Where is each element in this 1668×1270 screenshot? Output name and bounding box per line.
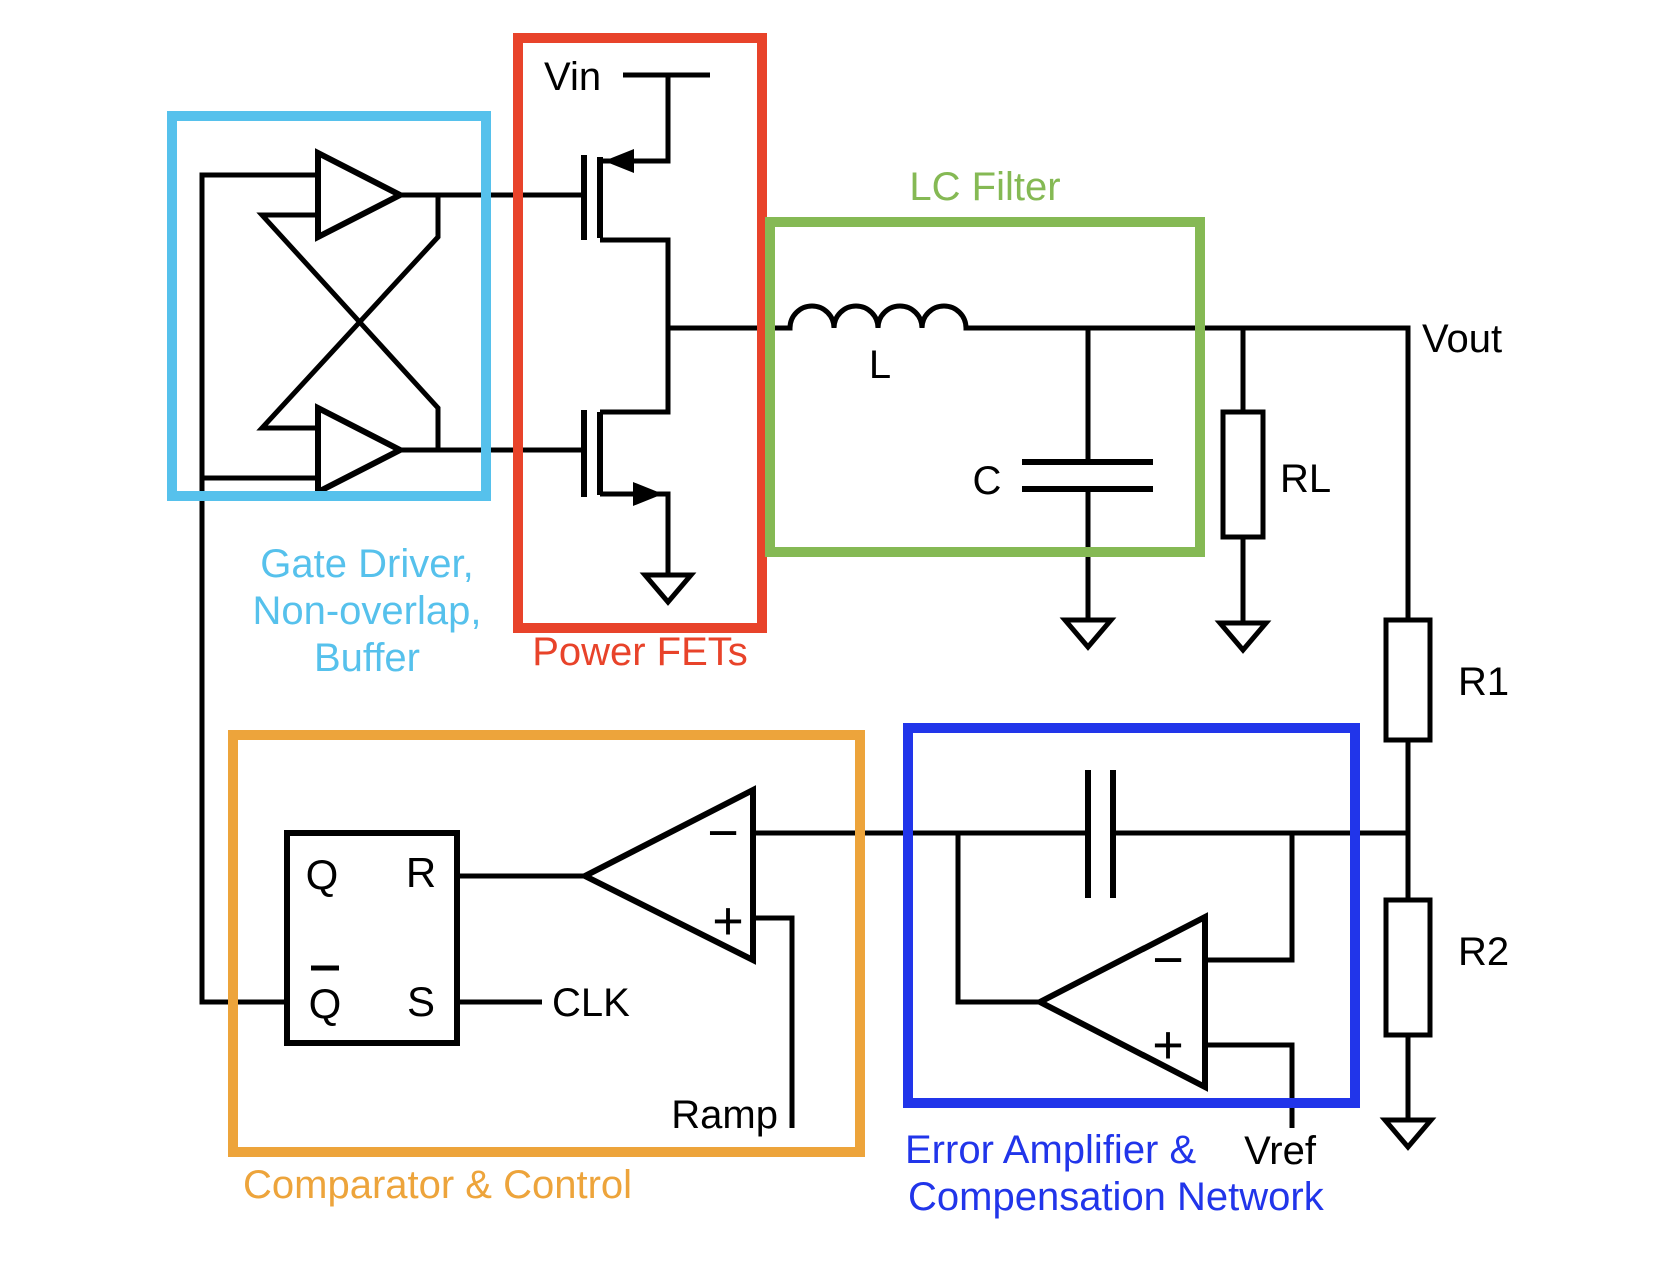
buffer-bottom: [315, 403, 407, 497]
wire-switch-node: [600, 237, 671, 415]
wire-erramp-plus-to-vref: [1205, 1042, 1295, 1128]
error-amp-plus-icon: +: [1152, 1015, 1184, 1075]
sr-latch-box: [284, 830, 460, 1046]
error-amp-minus-icon: −: [1152, 930, 1184, 990]
ground-icon-r2: [1379, 1117, 1437, 1151]
ground-icon-cap: [1059, 617, 1117, 651]
compensation-capacitor: [1085, 770, 1116, 898]
pmos-arrow-icon: [604, 149, 634, 173]
wire-vin-to-pmos-source: [600, 75, 671, 164]
comparator-control-box: [228, 730, 865, 1157]
comparator-control-label: Comparator & Control: [243, 1163, 632, 1207]
power-fets-label: Power FETs: [532, 630, 748, 674]
r2-label: R2: [1458, 930, 1509, 974]
nmos-transistor: [581, 410, 663, 506]
wire-crosscouple-bottom-to-top: [256, 212, 441, 450]
wire-erramp-output: [955, 833, 1040, 1005]
gate-driver-label: Gate Driver, Non-overlap, Buffer: [252, 542, 481, 680]
power-fets-box: [513, 33, 767, 633]
gate-driver-label-line2: Non-overlap,: [252, 589, 481, 633]
gate-driver-label-line3: Buffer: [314, 636, 420, 680]
latch-q-label: Q: [306, 851, 339, 898]
r1-label: R1: [1458, 660, 1509, 704]
ground-icon-nmos: [639, 572, 697, 606]
gate-driver-box: [167, 111, 491, 501]
lc-filter-box: [765, 217, 1205, 557]
wire-comp-plus-to-ramp: [753, 915, 795, 1128]
clk-label: CLK: [552, 981, 630, 1025]
resistor-r2: [1383, 897, 1433, 1038]
wire-qbar-to-driver-rail: [199, 172, 318, 1005]
capacitor-label: C: [973, 459, 1002, 503]
capacitor-c: [1022, 459, 1153, 492]
lc-filter-label: LC Filter: [909, 165, 1060, 209]
comparator-minus-icon: −: [707, 803, 739, 863]
latch-s-label: S: [407, 978, 435, 1025]
error-amp-triangle: [1033, 912, 1208, 1092]
vin-label: Vin: [544, 55, 601, 99]
error-amp-label: Error Amplifier & Compensation Network: [905, 1128, 1325, 1219]
comparator-triangle: [578, 785, 756, 965]
vout-label: Vout: [1422, 317, 1502, 361]
ground-icon-rl: [1214, 620, 1272, 654]
nmos-arrow-icon: [633, 482, 663, 506]
wire-crosscouple-top-to-bottom: [256, 195, 441, 431]
resistor-rl: [1220, 409, 1266, 540]
inductor-label: L: [869, 343, 891, 387]
gate-driver-label-line1: Gate Driver,: [260, 542, 473, 586]
latch-r-label: R: [406, 849, 436, 896]
error-amp-label-line1: Error Amplifier &: [905, 1128, 1196, 1172]
pmos-transistor: [581, 149, 634, 240]
error-amp-box: [903, 723, 1360, 1108]
error-amp-label-line2: Compensation Network: [908, 1175, 1325, 1219]
latch-qbar-label: Q: [309, 980, 342, 1027]
inductor: [668, 303, 1411, 620]
rl-label: RL: [1280, 457, 1331, 501]
resistor-r1: [1383, 617, 1433, 743]
wire-nmos-source-to-ground: [600, 491, 671, 575]
buffer-top: [315, 148, 407, 242]
vref-label: Vref: [1244, 1129, 1317, 1173]
comparator-plus-icon: +: [712, 891, 744, 951]
ramp-label: Ramp: [671, 1093, 778, 1137]
wire-erramp-minus-input: [1205, 833, 1295, 963]
